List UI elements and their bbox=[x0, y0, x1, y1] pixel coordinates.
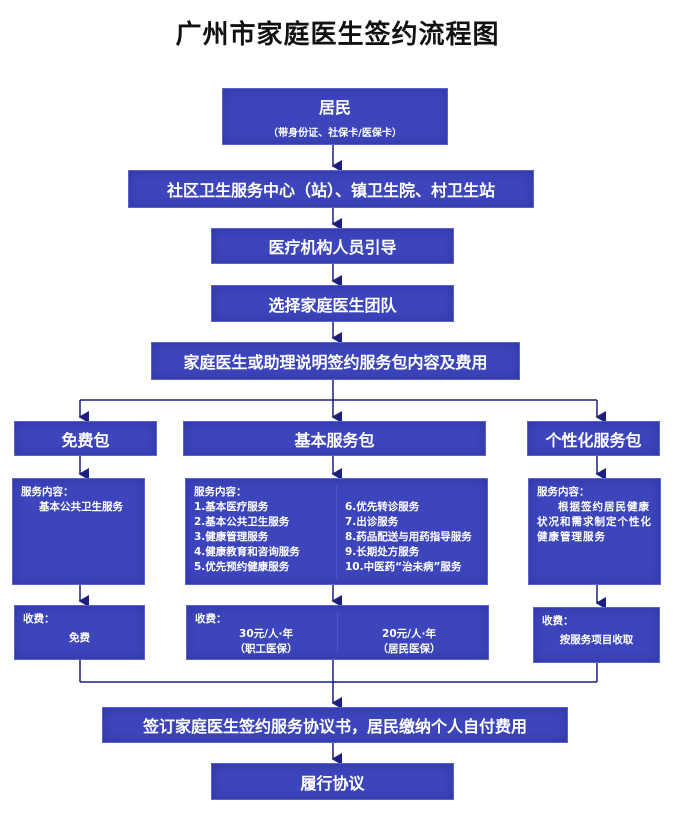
resident-sub: （带身份证、社保卡/医保卡） bbox=[268, 128, 402, 139]
package-personal-header: 个性化服务包 bbox=[527, 421, 660, 456]
package-basic-content: 服务内容： 1.基本医疗服务 2.基本公共卫生服务 3.健康管理服务 4.健康教… bbox=[185, 478, 488, 585]
service-item: 10.中医药“治未病”服务 bbox=[345, 561, 462, 573]
package-basic-fee: 收费： 30元/人·年 （职工医保） 20元/人·年 （居民医保） bbox=[186, 605, 489, 660]
step-choose: 选择家庭医生团队 bbox=[211, 285, 454, 322]
fee-note: （职工医保） bbox=[234, 643, 298, 655]
fee-title: 收费： bbox=[195, 613, 227, 625]
fee-note: （居民医保） bbox=[377, 643, 441, 655]
fee-value: 免费 bbox=[69, 632, 90, 644]
package-basic-header: 基本服务包 bbox=[183, 421, 486, 456]
fee-value: 20元/人·年 bbox=[382, 628, 436, 640]
service-item: 3.健康管理服务 bbox=[194, 531, 269, 543]
step-sign: 签订家庭医生签约服务协议书，居民缴纳个人自付费用 bbox=[102, 707, 568, 743]
content-title: 服务内容： bbox=[194, 486, 247, 498]
step-resident: 居民 （带身份证、社保卡/医保卡） bbox=[222, 88, 448, 145]
content-title: 服务内容： bbox=[21, 486, 74, 498]
fee-value: 按服务项目收取 bbox=[559, 634, 634, 646]
fee-title: 收费： bbox=[23, 613, 55, 625]
resident-label: 居民 bbox=[318, 98, 351, 117]
page-title: 广州市家庭医生签约流程图 bbox=[175, 20, 500, 50]
content-text: 根据签约居民健康状况和需求制定个性化健康管理服务 bbox=[537, 501, 652, 543]
fee-title: 收费： bbox=[542, 615, 574, 627]
service-item: 5.优先预约健康服务 bbox=[194, 561, 290, 573]
content-text: 基本公共卫生服务 bbox=[39, 501, 123, 513]
service-item: 2.基本公共卫生服务 bbox=[194, 516, 290, 528]
step-guide: 医疗机构人员引导 bbox=[211, 228, 454, 264]
package-personal-content: 服务内容： 根据签约居民健康状况和需求制定个性化健康管理服务 bbox=[528, 478, 661, 585]
package-personal-fee: 收费： 按服务项目收取 bbox=[533, 607, 660, 663]
package-free-header: 免费包 bbox=[14, 421, 157, 456]
fee-value: 30元/人·年 bbox=[239, 628, 293, 640]
step-fulfill: 履行协议 bbox=[211, 763, 454, 800]
package-free-content: 服务内容： 基本公共卫生服务 bbox=[12, 478, 145, 585]
step-explain: 家庭医生或助理说明签约服务包内容及费用 bbox=[151, 342, 520, 380]
package-free-fee: 收费： 免费 bbox=[14, 605, 145, 660]
service-item: 7.出诊服务 bbox=[345, 516, 399, 528]
service-item: 4.健康教育和咨询服务 bbox=[194, 546, 300, 558]
service-item: 8.药品配送与用药指导服务 bbox=[345, 531, 472, 543]
service-item: 9.长期处方服务 bbox=[345, 546, 420, 558]
service-item: 1.基本医疗服务 bbox=[194, 501, 269, 513]
service-item: 6.优先转诊服务 bbox=[345, 501, 420, 513]
content-title: 服务内容： bbox=[537, 486, 590, 498]
step-center: 社区卫生服务中心（站）、镇卫生院、村卫生站 bbox=[128, 170, 534, 208]
